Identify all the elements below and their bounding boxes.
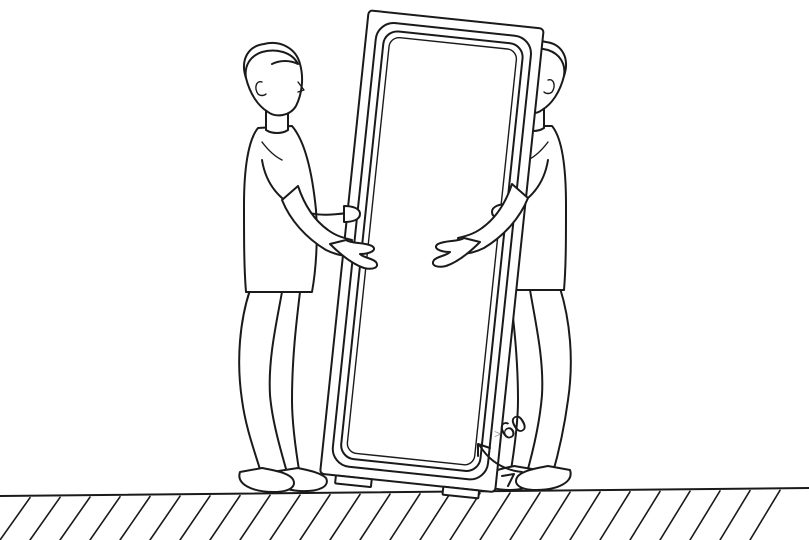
hatch-stroke bbox=[390, 494, 420, 540]
hatch-stroke bbox=[360, 494, 390, 540]
hatch-stroke bbox=[120, 497, 150, 540]
left-person-head bbox=[244, 43, 302, 115]
hatch-stroke bbox=[690, 491, 720, 540]
hatch-stroke bbox=[330, 494, 360, 540]
hatch-stroke bbox=[90, 497, 120, 540]
left-person-upper-hand bbox=[344, 206, 360, 222]
hatch-stroke bbox=[720, 491, 750, 540]
hatch-stroke bbox=[540, 492, 570, 540]
hatch-stroke bbox=[300, 495, 330, 540]
hatch-stroke bbox=[450, 493, 480, 540]
hatch-stroke bbox=[210, 496, 240, 540]
hatch-stroke bbox=[570, 492, 600, 540]
hatch-stroke bbox=[0, 498, 30, 540]
hatch-stroke bbox=[420, 494, 450, 540]
hatch-stroke bbox=[30, 497, 60, 540]
ground-hatching bbox=[0, 490, 780, 540]
hatch-stroke bbox=[270, 495, 300, 540]
hatch-stroke bbox=[150, 496, 180, 540]
hatch-stroke bbox=[180, 496, 210, 540]
hatch-stroke bbox=[660, 491, 690, 540]
hatch-stroke bbox=[60, 497, 90, 540]
ground bbox=[0, 488, 809, 540]
hatch-stroke bbox=[480, 493, 510, 540]
hatch-stroke bbox=[750, 490, 780, 540]
hatch-stroke bbox=[600, 492, 630, 540]
hatch-stroke bbox=[630, 491, 660, 540]
hatch-stroke bbox=[240, 495, 270, 540]
hatch-stroke bbox=[510, 493, 540, 540]
